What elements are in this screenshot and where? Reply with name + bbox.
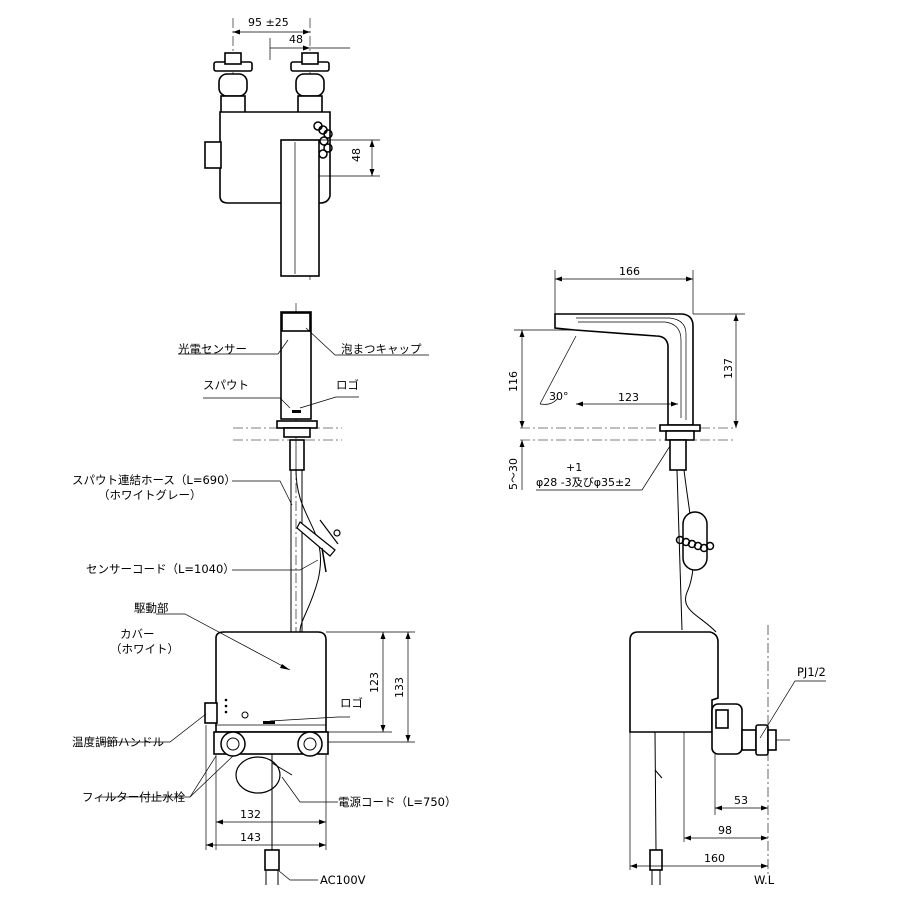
label-spout: スパウト	[203, 378, 249, 392]
label-cover: カバー	[120, 627, 155, 641]
dim-angle: 30°	[549, 390, 569, 403]
label-sensor-cord: センサーコード（L=1040）	[86, 562, 235, 576]
label-cover-color: （ホワイト）	[110, 642, 179, 656]
dim-w143: 143	[240, 831, 261, 844]
side-view: 166 116 137 30° 123 5～30 +1 φ28 -3及びφ35±…	[507, 265, 826, 887]
front-view: 123 133 132 143	[72, 303, 457, 887]
dim-thickness: 5～30	[507, 458, 520, 490]
dim-d123: 123	[618, 391, 639, 404]
top-view: 95 ±25 48 48	[204, 16, 380, 282]
label-power-cord: 電源コード（L=750）	[338, 795, 457, 809]
label-photo-sensor: 光電センサー	[178, 342, 247, 356]
dim-spacing: 95 ±25	[248, 16, 289, 29]
label-wall: W.L	[754, 873, 775, 887]
label-logo-upper: ロゴ	[336, 378, 359, 392]
dim-height: 48	[350, 148, 363, 162]
label-drive-unit: 駆動部	[134, 601, 169, 615]
dim-d137: 137	[722, 358, 735, 379]
dim-offset: 48	[289, 33, 303, 46]
dim-hole: φ28 -3及びφ35±2	[536, 476, 631, 489]
label-spout-hose: スパウト連結ホース（L=690）	[72, 473, 236, 487]
label-aerator-cap: 泡まつキャップ	[341, 342, 422, 356]
dim-d53: 53	[734, 794, 748, 807]
dim-d166: 166	[619, 265, 640, 278]
dim-w132: 132	[240, 808, 261, 821]
label-filter-valve: フィルター付止水栓	[82, 790, 186, 804]
label-logo-lower: ロゴ	[340, 696, 363, 710]
label-pipe: PJ1/2	[797, 665, 826, 679]
dim-h123: 123	[368, 672, 381, 693]
label-ac: AC100V	[320, 873, 366, 887]
label-temp-handle: 温度調節ハンドル	[72, 735, 164, 749]
dim-h133: 133	[393, 677, 406, 698]
dim-hole-tol: +1	[566, 461, 582, 474]
dim-d98: 98	[718, 824, 732, 837]
dim-d116: 116	[507, 371, 520, 392]
dim-d160: 160	[704, 852, 725, 865]
label-spout-hose-color: （ホワイトグレー）	[98, 488, 202, 502]
